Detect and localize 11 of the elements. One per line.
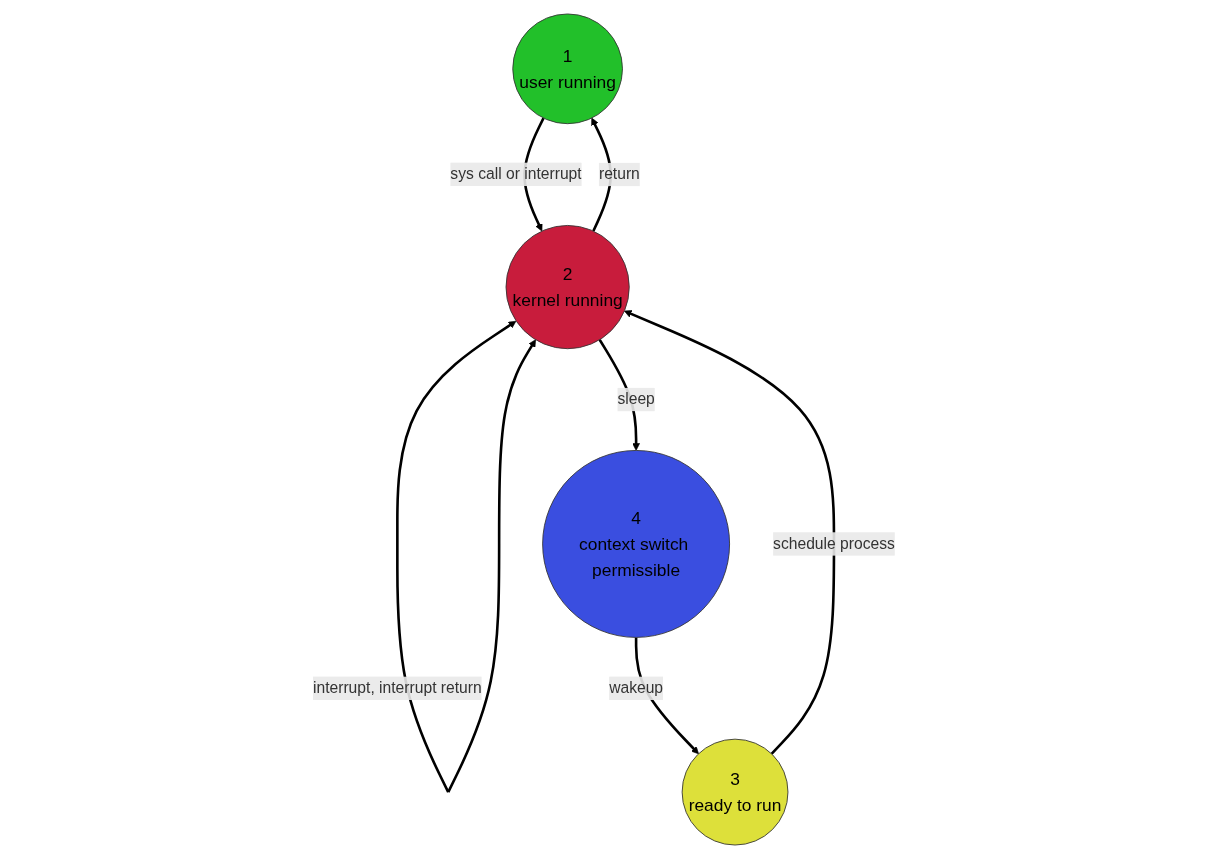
- edge-label: sys call or interrupt: [450, 165, 582, 183]
- node-circle: 3 ready to run: [681, 738, 789, 846]
- edge-label: schedule process: [773, 534, 895, 553]
- node-circle: 4 context switch permissible: [542, 450, 731, 638]
- node-circle: 1 user running: [512, 13, 623, 125]
- node-circle: 2 kernel running: [505, 225, 630, 350]
- edge-label: return: [599, 165, 640, 183]
- edge-label: interrupt, interrupt return: [313, 679, 482, 697]
- edge-label: wakeup: [609, 679, 664, 697]
- edge-label: sleep: [617, 390, 655, 408]
- arrow: [396, 320, 536, 793]
